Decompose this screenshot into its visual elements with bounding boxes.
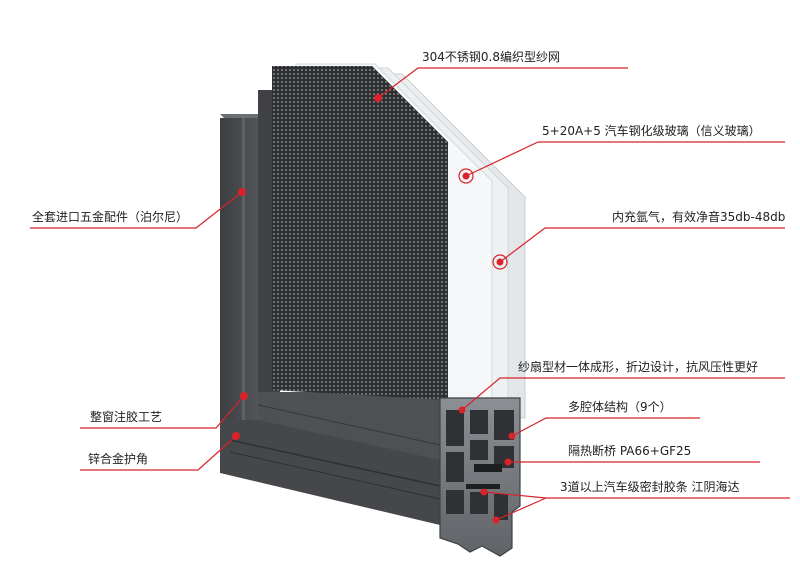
marker-injection — [240, 392, 248, 400]
marker-argon — [496, 258, 504, 266]
label-thermal-break: 隔热断桥 PA66+GF25 — [568, 444, 692, 458]
profile-chamber-2 — [470, 410, 488, 434]
leader-multi-cavity — [511, 417, 700, 437]
label-mesh: 304不锈钢0.8编织型纱网 — [422, 50, 560, 64]
profile-chamber-1 — [446, 410, 464, 446]
label-injection: 整窗注胶工艺 — [90, 410, 163, 424]
marker-corner — [232, 432, 240, 440]
marker-glass-ring — [458, 168, 474, 184]
seal-strip — [466, 484, 500, 489]
profile-chamber-9 — [494, 494, 508, 520]
leader-glass — [465, 141, 785, 177]
leader-injection — [80, 395, 245, 429]
marker-hardware — [238, 188, 246, 196]
frame-groove-line-2 — [229, 451, 441, 500]
marker-thermal-break — [504, 458, 512, 466]
leader-mesh — [377, 67, 628, 99]
label-corner: 锌合金护角 — [88, 452, 149, 466]
frame-left-highlight — [242, 118, 245, 473]
leader-sash-profile — [461, 377, 785, 411]
marker-glass — [462, 172, 470, 180]
profile-chamber-3 — [494, 410, 514, 440]
marker-multi-cavity — [508, 432, 516, 440]
thermal-break-strip — [474, 464, 502, 472]
leader-hardware — [30, 191, 243, 229]
leader-lines — [30, 67, 790, 521]
label-argon: 内充氩气，有效净音35db-48db — [612, 210, 786, 224]
label-glass: 5+20A+5 汽车钢化级玻璃（信义玻璃） — [542, 124, 761, 138]
frame-left-stile — [220, 118, 262, 473]
mesh-screen — [272, 66, 448, 400]
frame-groove-line-1 — [229, 439, 441, 487]
label-multi-cavity: 多腔体结构（9个） — [568, 400, 672, 414]
sash-bottom-edge — [257, 404, 441, 446]
marker-sash-profile — [458, 406, 466, 414]
marker-seal — [480, 488, 488, 496]
label-seal: 3道以上汽车级密封胶条 江阴海达 — [560, 480, 740, 494]
marker-mesh — [374, 94, 382, 102]
leader-corner — [80, 435, 237, 471]
marker-argon-ring — [492, 254, 508, 270]
callout-markers — [232, 94, 516, 524]
sash-bottom-rail — [258, 392, 440, 460]
profile-chamber-5 — [470, 440, 488, 460]
leader-argon — [499, 227, 785, 263]
profile-chamber-8 — [470, 492, 488, 514]
label-hardware: 全套进口五金配件（泊尔尼） — [32, 210, 189, 224]
marker-seal-2 — [492, 516, 500, 524]
profile-chamber-7 — [446, 490, 464, 514]
leader-seal-2 — [495, 497, 547, 521]
profile-chamber-4 — [446, 452, 464, 482]
profile-cross-section — [439, 397, 521, 557]
label-sash-profile: 纱扇型材一体成形，折边设计，抗风压性更好 — [518, 360, 759, 374]
